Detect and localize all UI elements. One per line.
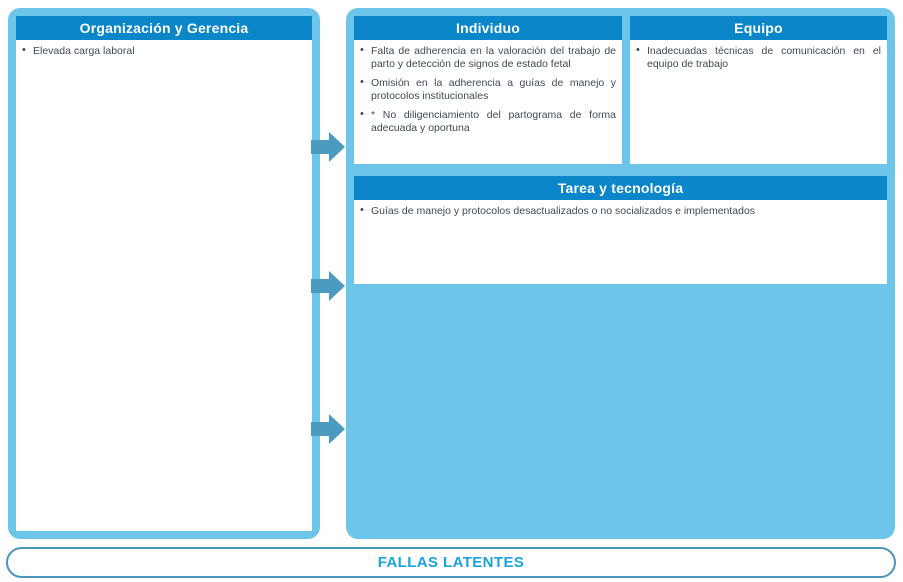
list-item: Elevada carga laboral xyxy=(22,44,306,58)
card-equipo: Equipo Inadecuadas técnicas de comunicac… xyxy=(630,16,887,164)
left-panel: Organización y Gerencia Elevada carga la… xyxy=(8,8,320,539)
card-body-organizacion-y-gerencia: Elevada carga laboral xyxy=(16,40,312,62)
list-item: Guías de manejo y protocolos desactualiz… xyxy=(360,204,881,218)
right-panel: Individuo Falta de adherencia en la valo… xyxy=(346,8,895,539)
bullet-list-equipo: Inadecuadas técnicas de comunicación en … xyxy=(636,44,881,70)
card-organizacion-y-gerencia: Organización y Gerencia Elevada carga la… xyxy=(16,16,312,531)
bullet-list-individuo: Falta de adherencia en la valoración del… xyxy=(360,44,616,134)
card-body-tarea-y-tecnologia: Guías de manejo y protocolos desactualiz… xyxy=(354,200,887,222)
footer-banner: FALLAS LATENTES xyxy=(6,547,896,578)
card-title-equipo: Equipo xyxy=(630,16,887,40)
list-item: Omisión en la adherencia a guías de mane… xyxy=(360,76,616,102)
card-tarea-y-tecnologia: Tarea y tecnología Guías de manejo y pro… xyxy=(354,176,887,284)
card-body-individuo: Falta de adherencia en la valoración del… xyxy=(354,40,622,138)
bullet-list-organizacion: Elevada carga laboral xyxy=(22,44,306,58)
card-title-organizacion-y-gerencia: Organización y Gerencia xyxy=(16,16,312,40)
bullet-list-tarea: Guías de manejo y protocolos desactualiz… xyxy=(360,204,881,218)
list-item: * No diligenciamiento del partograma de … xyxy=(360,108,616,134)
card-body-equipo: Inadecuadas técnicas de comunicación en … xyxy=(630,40,887,74)
arrow-right-icon xyxy=(311,413,345,445)
arrow-right-icon xyxy=(311,131,345,163)
arrow-right-icon xyxy=(311,270,345,302)
footer-label: FALLAS LATENTES xyxy=(377,554,525,571)
card-title-individuo: Individuo xyxy=(354,16,622,40)
list-item: Inadecuadas técnicas de comunicación en … xyxy=(636,44,881,70)
card-individuo: Individuo Falta de adherencia en la valo… xyxy=(354,16,622,164)
card-title-tarea-y-tecnologia: Tarea y tecnología xyxy=(354,176,887,200)
list-item: Falta de adherencia en la valoración del… xyxy=(360,44,616,70)
